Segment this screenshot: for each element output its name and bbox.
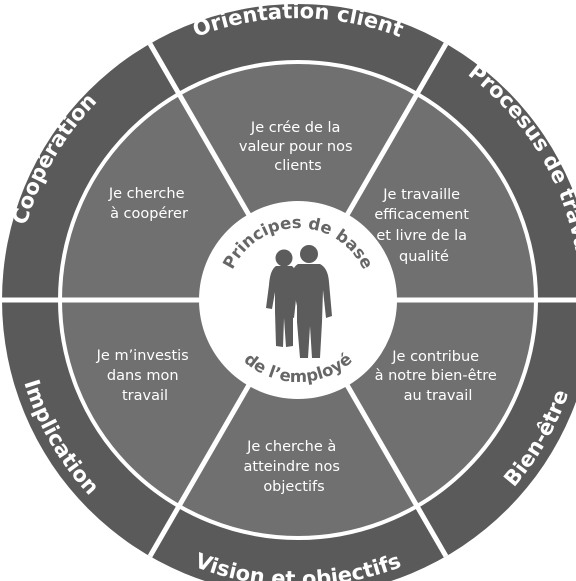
segment-text-cooperation: Je cherche à coopérer — [108, 186, 189, 222]
people-silhouette-icon — [266, 245, 332, 358]
segment-texts: Je crée de la valeur pour nos clients Je… — [96, 120, 502, 495]
segment-text-orientation-client: Je crée de la valeur pour nos clients — [239, 120, 357, 174]
segment-text-implication: Je m’investis dans mon travail — [96, 348, 194, 404]
segment-text-bien-etre: Je contribue à notre bien-être au travai… — [375, 349, 502, 404]
segment-text-processus-de-travail: Je travaille efficacement et livre de la… — [374, 187, 473, 265]
segment-text-vision-et-objectifs: Je cherche à atteindre nos objectifs — [244, 439, 345, 495]
ring-separator — [58, 60, 538, 540]
